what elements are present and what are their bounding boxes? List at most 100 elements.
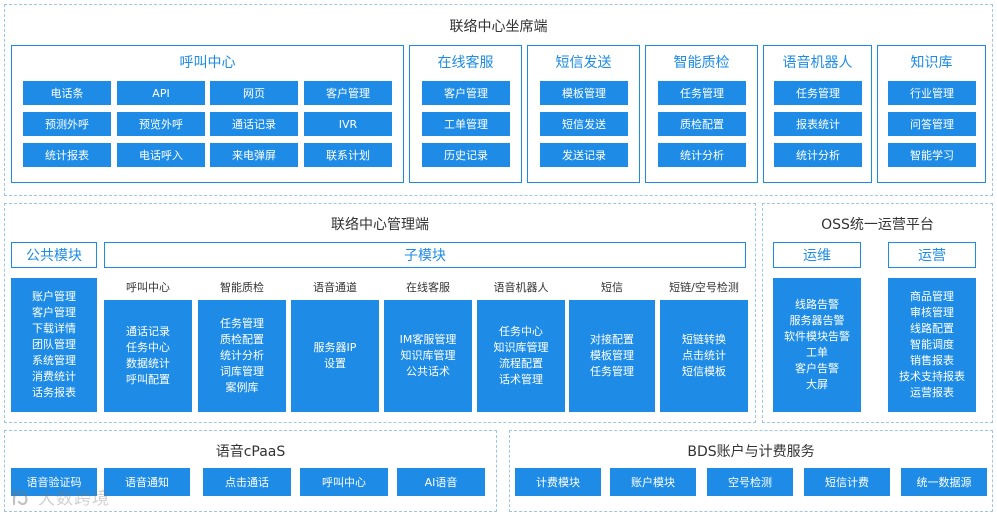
tile[interactable]: API (117, 81, 205, 105)
bds-tile[interactable]: 短信计费 (804, 468, 890, 496)
sub-column-label: 短链/空号检测 (669, 281, 739, 294)
tile[interactable]: IVR (304, 112, 392, 136)
tile[interactable]: 报表统计 (774, 112, 862, 136)
tile[interactable]: 预览外呼 (117, 112, 205, 136)
tile[interactable]: 客户管理 (422, 81, 510, 105)
tile[interactable]: 网页 (210, 81, 298, 105)
sub-item: 任务中心 (499, 325, 543, 338)
sub-item: 统计分析 (220, 349, 264, 362)
tile[interactable]: 来电弹屏 (210, 143, 298, 167)
cpaas-tile[interactable]: 呼叫中心 (300, 468, 388, 496)
tile[interactable]: 短信发送 (540, 112, 628, 136)
sub-column-block[interactable]: 任务中心 知识库管理 流程配置 话术管理 (477, 300, 565, 412)
public-module-block[interactable]: 账户管理 客户管理 下载详情 团队管理 系统管理 消费统计 话务报表 (11, 278, 97, 412)
public-item: 客户管理 (32, 306, 76, 319)
cpaas-section-title: 语音cPaaS (215, 444, 286, 460)
sub-item: 知识库管理 (493, 341, 549, 354)
sub-item: 流程配置 (499, 357, 543, 370)
tile[interactable]: 通话记录 (210, 112, 298, 136)
operation-item: 销售报表 (910, 354, 954, 367)
tile[interactable]: 任务管理 (774, 81, 862, 105)
sub-column-block[interactable]: 服务器IP 设置 (291, 300, 379, 412)
bds-section-title: BDS账户与计费服务 (687, 444, 815, 460)
module-title: 知识库 (910, 55, 953, 71)
bds-tile[interactable]: 统一数据源 (901, 468, 987, 496)
watermark-text: 大数跨境 (38, 489, 110, 509)
tile[interactable]: 客户管理 (304, 81, 392, 105)
tile[interactable]: 统计分析 (774, 143, 862, 167)
tile[interactable]: 发送记录 (540, 143, 628, 167)
sub-item: 数据统计 (126, 357, 170, 370)
public-item: 系统管理 (32, 354, 76, 367)
sub-item: 任务管理 (220, 317, 264, 330)
sub-column-block[interactable]: IM客服管理 知识库管理 公共话术 (384, 300, 472, 412)
seat-section-title: 联络中心坐席端 (449, 19, 548, 35)
sub-item: 设置 (324, 357, 346, 370)
sub-column-block[interactable]: 对接配置 模板管理 任务管理 (569, 300, 655, 412)
sub-column-block[interactable]: 通话记录 任务中心 数据统计 呼叫配置 (104, 300, 192, 412)
tile[interactable]: 模板管理 (540, 81, 628, 105)
tile[interactable]: 电话呼入 (117, 143, 205, 167)
sub-column-block[interactable]: 任务管理 质检配置 统计分析 词库管理 案例库 (198, 300, 286, 412)
ops-item: 客户告警 (795, 362, 839, 375)
sub-column-block[interactable]: 短链转换 点击统计 短信模板 (660, 300, 748, 412)
module-title: 呼叫中心 (179, 55, 236, 71)
tile[interactable]: 联系计划 (304, 143, 392, 167)
ops-item: 工单 (806, 346, 828, 359)
tile[interactable]: 问答管理 (888, 112, 976, 136)
sub-column-label: 智能质检 (220, 281, 264, 294)
sub-item: 任务中心 (126, 341, 170, 354)
tile[interactable]: 行业管理 (888, 81, 976, 105)
operation-item: 商品管理 (910, 290, 954, 303)
sub-item: 话术管理 (499, 373, 543, 386)
bds-tile[interactable]: 计费模块 (515, 468, 601, 496)
bds-tile[interactable]: 空号检测 (707, 468, 793, 496)
ops-header: 运维 (773, 242, 861, 268)
cpaas-tile[interactable]: 语音验证码 (11, 468, 97, 496)
tile[interactable]: 统计报表 (23, 143, 111, 167)
oss-section-title: OSS统一运营平台 (821, 217, 934, 233)
sub-item: 质检配置 (220, 333, 264, 346)
module-title: 语音机器人 (782, 55, 853, 71)
operation-item: 智能调度 (910, 338, 954, 351)
operation-block[interactable]: 商品管理 审核管理 线路配置 智能调度 销售报表 技术支持报表 运营报表 (888, 278, 976, 412)
ops-block[interactable]: 线路告警 服务器告警 软件模块告警 工单 客户告警 大屏 (773, 278, 861, 412)
watermark: 大数跨境 (10, 484, 110, 509)
cpaas-tile[interactable]: 点击通话 (203, 468, 291, 496)
operation-item: 技术支持报表 (899, 370, 965, 383)
operation-item: 审核管理 (910, 306, 954, 319)
sub-item: 短信模板 (682, 365, 726, 378)
module-title: 智能质检 (673, 55, 730, 71)
sub-item: 短链转换 (682, 333, 726, 346)
sub-item: 词库管理 (220, 365, 264, 378)
public-item: 团队管理 (32, 338, 76, 351)
sub-column-label: 短信 (601, 281, 623, 294)
sub-item: 呼叫配置 (126, 373, 170, 386)
sub-item: 模板管理 (590, 349, 634, 362)
sub-column-label: 语音通道 (313, 281, 357, 294)
watermark-logo-icon (12, 488, 28, 505)
cpaas-tile[interactable]: 语音通知 (104, 468, 190, 496)
module-title: 短信发送 (555, 55, 612, 71)
bds-tile[interactable]: 账户模块 (610, 468, 696, 496)
tile[interactable]: 任务管理 (658, 81, 746, 105)
ops-item: 服务器告警 (789, 314, 845, 327)
sub-item: 通话记录 (126, 325, 170, 338)
sub-module-header: 子模块 (104, 242, 746, 268)
tile[interactable]: 电话条 (23, 81, 111, 105)
sub-item: 任务管理 (590, 365, 634, 378)
operation-header: 运营 (888, 242, 976, 268)
sub-item: 案例库 (225, 381, 259, 394)
cpaas-tile[interactable]: AI语音 (397, 468, 485, 496)
management-section-title: 联络中心管理端 (331, 217, 429, 233)
tile[interactable]: 统计分析 (658, 143, 746, 167)
sub-column-label: 呼叫中心 (126, 281, 170, 294)
operation-item: 运营报表 (910, 386, 954, 399)
sub-item: 知识库管理 (400, 349, 456, 362)
tile[interactable]: 预测外呼 (23, 112, 111, 136)
public-item: 消费统计 (32, 370, 76, 383)
tile[interactable]: 质检配置 (658, 112, 746, 136)
tile[interactable]: 历史记录 (422, 143, 510, 167)
tile[interactable]: 工单管理 (422, 112, 510, 136)
tile[interactable]: 智能学习 (888, 143, 976, 167)
